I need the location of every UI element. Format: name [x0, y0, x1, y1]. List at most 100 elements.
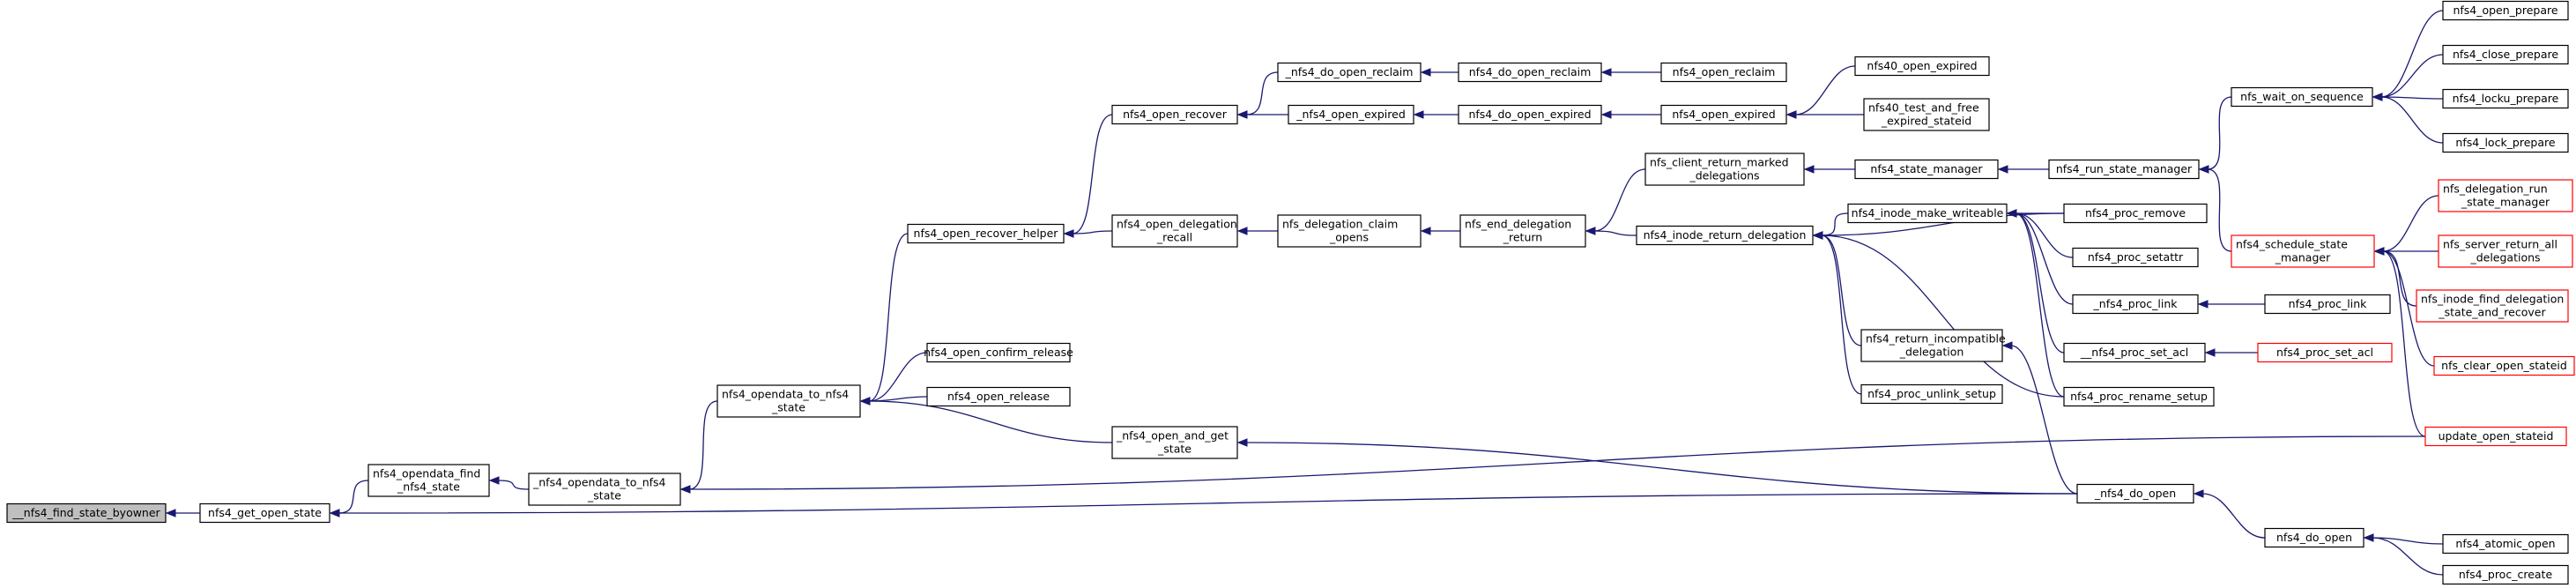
node-box[interactable]	[1660, 62, 1787, 83]
node-box[interactable]	[2442, 132, 2569, 153]
node-box[interactable]	[926, 386, 1071, 407]
graph-node[interactable]: nfs4_schedule_state_manager	[2231, 234, 2375, 268]
graph-node[interactable]: nfs4_open_recover	[1111, 104, 1238, 125]
node-box[interactable]	[1111, 214, 1238, 248]
node-box[interactable]	[2257, 342, 2393, 363]
node-box[interactable]	[1277, 214, 1422, 248]
graph-node[interactable]: nfs4_open_delegation_recall	[1111, 214, 1238, 248]
node-box[interactable]	[1860, 383, 2003, 405]
graph-node[interactable]: nfs_client_return_marked_delegations	[1644, 153, 1805, 186]
graph-node[interactable]: nfs4_opendata_find_nfs4_state	[367, 464, 490, 497]
node-box[interactable]	[2442, 88, 2569, 109]
node-box[interactable]	[1111, 426, 1238, 459]
node-box[interactable]	[1863, 98, 1990, 131]
graph-node[interactable]: nfs4_return_incompatible_delegation	[1860, 329, 2006, 362]
node-box[interactable]	[2438, 179, 2573, 212]
graph-node[interactable]: update_open_stateid	[2424, 426, 2567, 447]
graph-node[interactable]: nfs_wait_on_sequence	[2231, 86, 2373, 108]
graph-node[interactable]: nfs4_open_confirm_release	[924, 342, 1073, 363]
graph-node[interactable]: nfs4_lock_prepare	[2442, 132, 2569, 153]
graph-node[interactable]: nfs4_open_reclaim	[1660, 62, 1787, 83]
node-box[interactable]	[2264, 294, 2391, 315]
graph-node[interactable]: nfs4_do_open_expired	[1458, 104, 1602, 125]
node-box[interactable]	[2264, 527, 2364, 548]
graph-node[interactable]: nfs4_do_open	[2264, 527, 2364, 548]
graph-node[interactable]: nfs_delegation_claim_opens	[1277, 214, 1422, 248]
node-box[interactable]	[2442, 44, 2569, 65]
graph-node[interactable]: nfs_delegation_run_state_manager	[2438, 179, 2573, 212]
graph-node[interactable]: nfs4_proc_setattr	[2072, 247, 2199, 268]
node-box[interactable]	[2442, 0, 2569, 21]
node-box[interactable]	[2231, 234, 2375, 268]
node-box[interactable]	[1459, 214, 1586, 248]
graph-node[interactable]: nfs_clear_open_stateid	[2433, 355, 2575, 376]
node-box[interactable]	[1111, 104, 1238, 125]
node-box[interactable]	[1277, 62, 1422, 83]
graph-node[interactable]: nfs4_inode_make_writeable	[1847, 203, 2008, 224]
graph-node[interactable]: nfs4_locku_prepare	[2442, 88, 2569, 109]
node-box[interactable]	[2072, 294, 2199, 315]
node-box[interactable]	[2063, 386, 2215, 407]
node-box[interactable]	[1660, 104, 1787, 125]
graph-node[interactable]: _nfs4_opendata_to_nfs4_state	[528, 473, 681, 506]
node-box[interactable]	[2063, 203, 2208, 224]
node-box[interactable]	[716, 384, 861, 418]
node-box[interactable]	[1854, 56, 1990, 77]
node-box[interactable]	[1854, 159, 1999, 180]
graph-node[interactable]: nfs4_proc_create	[2442, 564, 2569, 585]
graph-node[interactable]: nfs4_proc_unlink_setup	[1860, 383, 2003, 405]
graph-node[interactable]: nfs4_do_open_reclaim	[1458, 62, 1602, 83]
graph-node[interactable]: nfs4_proc_link	[2264, 294, 2391, 315]
graph-node[interactable]: nfs4_proc_set_acl	[2257, 342, 2393, 363]
node-box[interactable]	[2076, 483, 2194, 504]
node-box[interactable]	[1636, 225, 1814, 246]
graph-node[interactable]: __nfs4_proc_set_acl	[2063, 342, 2206, 363]
node-box[interactable]	[6, 502, 167, 524]
node-box[interactable]	[2438, 234, 2573, 268]
node-box[interactable]	[199, 502, 330, 524]
graph-node[interactable]: _nfs4_open_and_get_state	[1111, 426, 1238, 459]
node-box[interactable]	[2063, 342, 2206, 363]
graph-node[interactable]: _nfs4_proc_link	[2072, 294, 2199, 315]
node-box[interactable]	[1860, 329, 2003, 362]
graph-node[interactable]: nfs_end_delegation_return	[1459, 214, 1586, 248]
graph-node[interactable]: _nfs4_open_expired	[1288, 104, 1414, 125]
graph-node[interactable]: _nfs4_do_open	[2076, 483, 2194, 504]
graph-node[interactable]: nfs4_proc_remove	[2063, 203, 2208, 224]
graph-node[interactable]: nfs40_open_expired	[1854, 56, 1990, 77]
graph-node[interactable]: nfs4_close_prepare	[2442, 44, 2569, 65]
node-box[interactable]	[1644, 153, 1805, 186]
graph-node[interactable]: _nfs4_do_open_reclaim	[1277, 62, 1422, 83]
node-box[interactable]	[926, 342, 1071, 363]
node-box[interactable]	[2231, 86, 2373, 108]
node-box[interactable]	[907, 223, 1065, 244]
graph-node[interactable]: nfs4_inode_return_delegation	[1636, 225, 1814, 246]
graph-node[interactable]: nfs4_open_recover_helper	[907, 223, 1065, 244]
node-box[interactable]	[2416, 289, 2569, 323]
node-box[interactable]	[1458, 104, 1602, 125]
graph-node[interactable]: nfs4_opendata_to_nfs4_state	[716, 384, 861, 418]
node-box[interactable]	[2424, 426, 2567, 447]
graph-node[interactable]: nfs4_atomic_open	[2442, 533, 2569, 555]
graph-node[interactable]: nfs40_test_and_free_expired_stateid	[1863, 98, 1990, 131]
graph-node[interactable]: nfs4_open_prepare	[2442, 0, 2569, 21]
node-box[interactable]	[2442, 533, 2569, 555]
node-box[interactable]	[2442, 564, 2569, 585]
node-box[interactable]	[2048, 159, 2200, 180]
node-box[interactable]	[1288, 104, 1414, 125]
graph-node[interactable]: nfs4_proc_rename_setup	[2063, 386, 2215, 407]
node-box[interactable]	[1458, 62, 1602, 83]
graph-node[interactable]: __nfs4_find_state_byowner	[6, 502, 167, 524]
node-box[interactable]	[2433, 355, 2575, 376]
graph-node[interactable]: nfs_server_return_all_delegations	[2438, 234, 2573, 268]
graph-node[interactable]: nfs4_open_release	[926, 386, 1071, 407]
graph-node[interactable]: nfs4_state_manager	[1854, 159, 1999, 180]
node-box[interactable]	[2072, 247, 2199, 268]
graph-node[interactable]: nfs_inode_find_delegation_state_and_reco…	[2416, 289, 2569, 323]
graph-node[interactable]: nfs4_open_expired	[1660, 104, 1787, 125]
node-box[interactable]	[528, 473, 681, 506]
graph-node[interactable]: nfs4_get_open_state	[199, 502, 330, 524]
graph-node[interactable]: nfs4_run_state_manager	[2048, 159, 2200, 180]
node-box[interactable]	[1847, 203, 2008, 224]
node-box[interactable]	[367, 464, 490, 497]
